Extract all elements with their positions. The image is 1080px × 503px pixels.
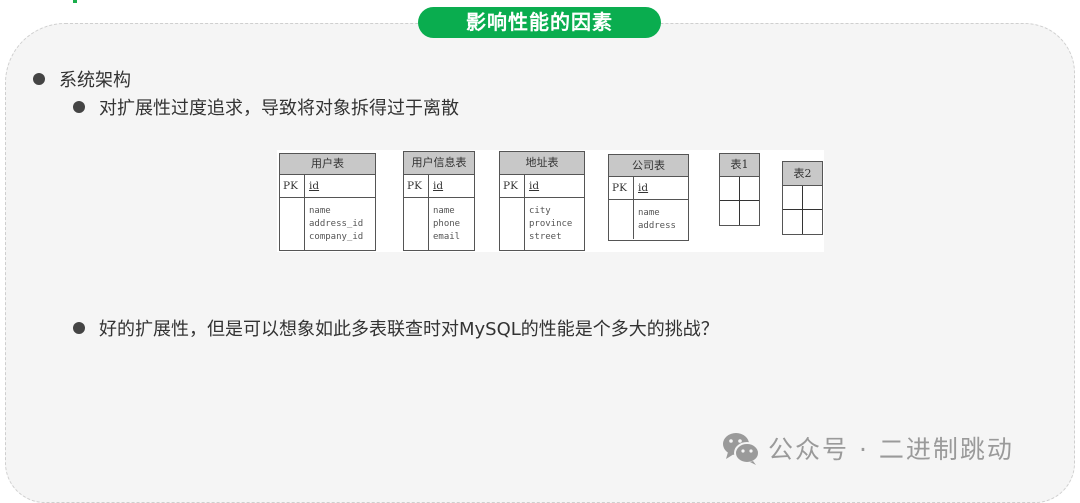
- table-header: 用户表: [280, 154, 375, 175]
- pk-row: PK id: [280, 175, 375, 198]
- sub-bullet-over-split: 对扩展性过度追求，导致将对象拆得过于离散: [73, 94, 459, 120]
- pk-field: id: [309, 180, 320, 192]
- pk-label: PK: [280, 175, 305, 197]
- field: company_id: [309, 232, 364, 242]
- watermark-text: 公众号 · 二进制跳动: [768, 435, 1014, 464]
- pk-field: id: [433, 180, 444, 192]
- diagram-table-address: 地址表 PK id city province street: [499, 151, 585, 251]
- fields-row: name address_id company_id: [280, 198, 375, 251]
- sub-bullet-mysql-challenge: 好的扩展性，但是可以想象如此多表联查时对MySQL的性能是个多大的挑战？: [73, 315, 719, 341]
- field: name: [433, 206, 455, 216]
- wechat-icon: [723, 433, 760, 465]
- field: street: [529, 232, 562, 242]
- table-header: 表1: [720, 154, 759, 177]
- field: address: [638, 220, 676, 231]
- field: address_id: [309, 219, 364, 229]
- diagram-table-company: 公司表 PK id name address: [608, 154, 689, 241]
- diagram-table-2: 表2: [782, 161, 823, 235]
- bullet-text: 对扩展性过度追求，导致将对象拆得过于离散: [99, 98, 459, 119]
- table-diagram: 用户表 PK id name address_id company_id 用户信…: [277, 150, 824, 252]
- bullet-system-architecture: 系统架构: [33, 66, 131, 92]
- diagram-table-user: 用户表 PK id name address_id company_id: [279, 153, 376, 251]
- field: phone: [433, 219, 461, 229]
- pk-row: PK id: [609, 177, 688, 200]
- accent-mark: [73, 0, 77, 3]
- bullet-text: 系统架构: [59, 70, 131, 91]
- pk-label: PK: [500, 175, 525, 197]
- bullet-dot-icon: [73, 101, 85, 113]
- field: name: [309, 206, 331, 216]
- diagram-table-user-info: 用户信息表 PK id name phone email: [403, 151, 475, 251]
- pk-label: PK: [404, 175, 429, 197]
- pk-row: PK id: [404, 175, 474, 198]
- content-panel: [5, 23, 1075, 503]
- fields-row: city province street: [500, 198, 584, 251]
- pk-field: id: [638, 182, 649, 194]
- field: email: [433, 232, 461, 242]
- watermark: 公众号 · 二进制跳动: [722, 430, 1014, 466]
- table-header: 公司表: [609, 155, 688, 177]
- field: city: [529, 206, 551, 216]
- table-header: 地址表: [500, 152, 584, 175]
- diagram-table-1: 表1: [719, 153, 760, 226]
- fields-row: name address: [609, 200, 688, 239]
- field: name: [638, 207, 660, 218]
- pk-row: PK id: [500, 175, 584, 198]
- bullet-dot-icon: [33, 73, 45, 85]
- bullet-text: 好的扩展性，但是可以想象如此多表联查时对MySQL的性能是个多大的挑战？: [99, 319, 719, 340]
- section-title: 影响性能的因素: [418, 7, 661, 38]
- fields-row: name phone email: [404, 198, 474, 251]
- table-header: 表2: [783, 162, 822, 186]
- bullet-dot-icon: [73, 322, 85, 334]
- pk-field: id: [529, 180, 540, 192]
- field: province: [529, 219, 573, 229]
- table-header: 用户信息表: [404, 152, 474, 175]
- pk-label: PK: [609, 177, 634, 199]
